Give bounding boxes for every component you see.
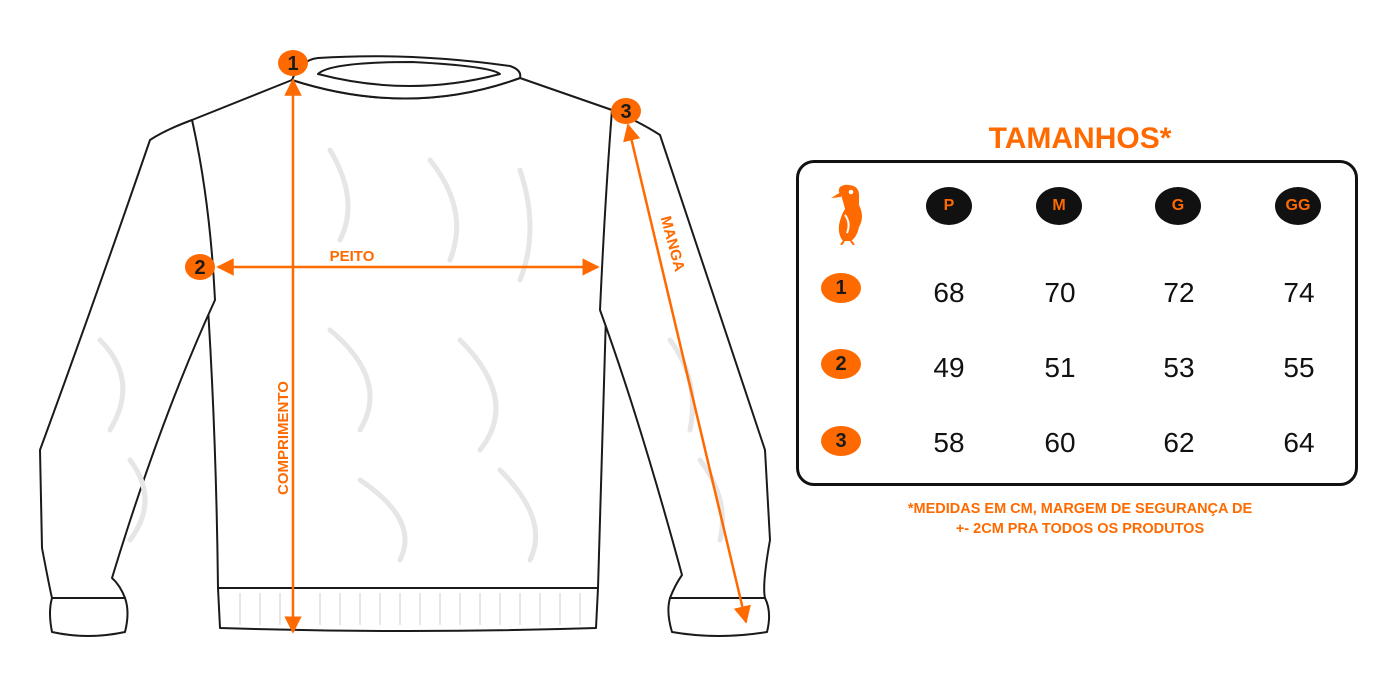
footnote-line-2: +- 2CM PRA TODOS OS PRODUTOS bbox=[955, 521, 1205, 537]
table-cell: 51 bbox=[1044, 352, 1076, 383]
table-cell: 74 bbox=[1283, 277, 1315, 308]
marker-length: 1 bbox=[278, 50, 308, 76]
table-cell: 55 bbox=[1283, 352, 1315, 383]
marker-length-number: 1 bbox=[287, 53, 298, 75]
measurement-footnote: *MEDIDAS EM CM, MARGEM DE SEGURANÇA DE +… bbox=[860, 499, 1300, 539]
table-cell: 58 bbox=[933, 427, 965, 458]
size-header-gg: GG bbox=[1275, 187, 1321, 225]
marker-chest: 2 bbox=[185, 254, 215, 280]
table-cell: 68 bbox=[933, 277, 965, 308]
size-header-m: M bbox=[1036, 187, 1082, 225]
table-cell: 72 bbox=[1163, 277, 1195, 308]
marker-sleeve: 3 bbox=[611, 98, 641, 124]
row-3-marker: 3 bbox=[821, 426, 861, 456]
marker-chest-number: 2 bbox=[194, 257, 205, 279]
size-header-p: P bbox=[926, 187, 972, 225]
length-label: COMPRIMENTO bbox=[275, 381, 292, 495]
sweatshirt-diagram: PEITO COMPRIMENTO MANGA 1 2 3 bbox=[39, 50, 771, 637]
marker-sleeve-number: 3 bbox=[620, 101, 631, 123]
sleeve-arrow bbox=[623, 123, 751, 624]
table-cell: 53 bbox=[1163, 352, 1195, 383]
footnote-line-1: *MEDIDAS EM CM, MARGEM DE SEGURANÇA DE bbox=[907, 501, 1253, 517]
table-cell: 62 bbox=[1163, 427, 1195, 458]
size-header-g: G bbox=[1155, 187, 1201, 225]
chest-label: PEITO bbox=[330, 248, 375, 265]
table-cell: 49 bbox=[933, 352, 965, 383]
waistband-ribbing bbox=[239, 593, 581, 625]
size-table: P M G GG 1 68 70 72 74 2 49 51 53 55 3 5… bbox=[796, 160, 1358, 486]
table-cell: 60 bbox=[1044, 427, 1076, 458]
row-1-marker: 1 bbox=[821, 273, 861, 303]
bird-logo-icon bbox=[831, 184, 862, 245]
size-table-title: TAMANHOS* bbox=[988, 122, 1172, 155]
table-cell: 64 bbox=[1283, 427, 1315, 458]
table-cell: 70 bbox=[1044, 277, 1076, 308]
row-2-marker: 2 bbox=[821, 349, 861, 379]
